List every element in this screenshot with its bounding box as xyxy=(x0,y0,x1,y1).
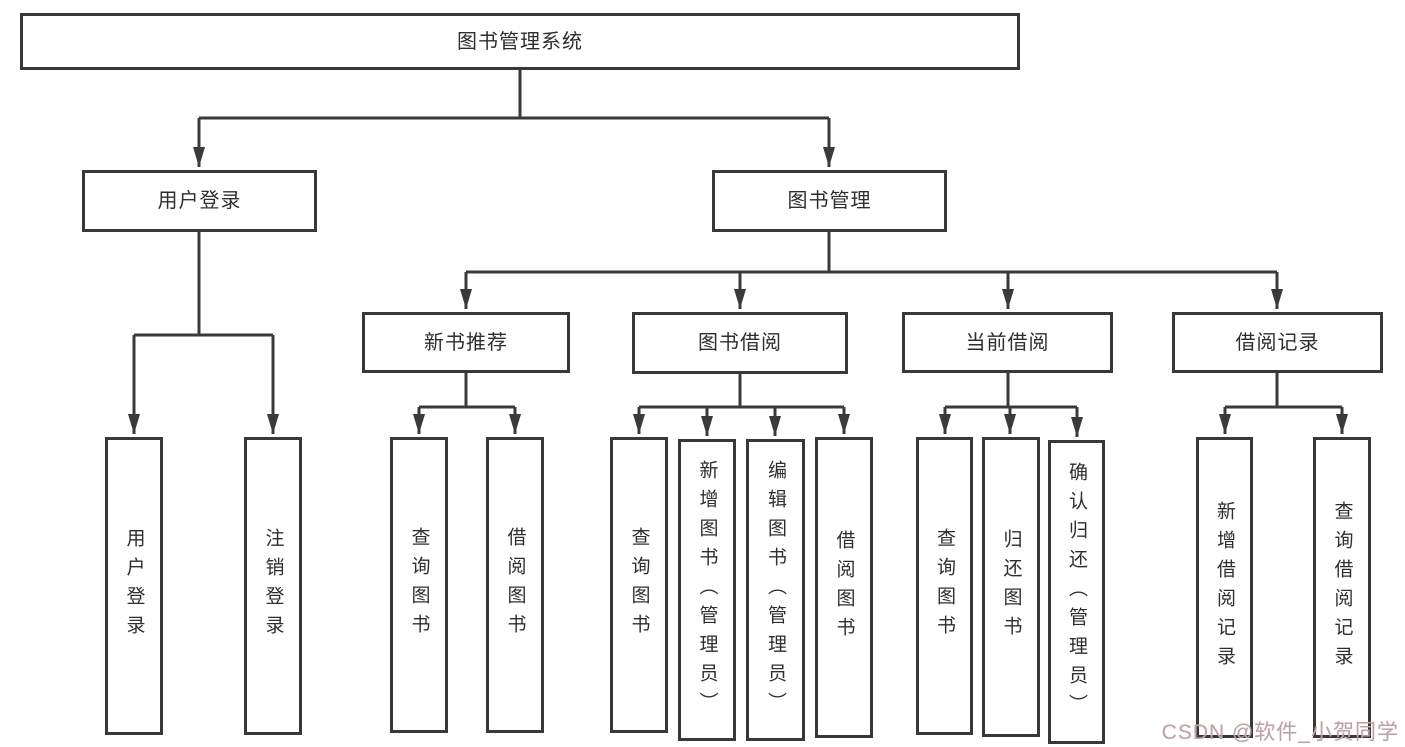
leaf-confirm-return-admin: 确认归还（管理员） xyxy=(1048,440,1105,744)
leaf-borrow-books: 借阅图书 xyxy=(815,437,873,738)
csdn-watermark: CSDN @软件_小贺同学 xyxy=(1161,721,1399,744)
node-library-management-system: 图书管理系统 xyxy=(20,13,1020,70)
leaf-return-books: 归还图书 xyxy=(982,437,1040,737)
node-current-borrow: 当前借阅 xyxy=(902,312,1113,373)
leaf-logout: 注销登录 xyxy=(244,437,302,735)
node-user-login: 用户登录 xyxy=(82,170,317,232)
node-book-borrow: 图书借阅 xyxy=(632,312,848,374)
leaf-edit-books-admin: 编辑图书（管理员） xyxy=(746,439,805,741)
node-book-management: 图书管理 xyxy=(712,170,947,232)
leaf-add-books-admin: 新增图书（管理员） xyxy=(678,439,736,741)
leaf-borrow-books-recommend: 借阅图书 xyxy=(486,437,544,733)
leaf-query-books-current: 查询图书 xyxy=(916,437,973,735)
leaf-query-borrow-record: 查询借阅记录 xyxy=(1313,437,1371,738)
node-borrow-records: 借阅记录 xyxy=(1172,312,1383,373)
leaf-user-login: 用户登录 xyxy=(105,437,163,735)
leaf-query-books-borrow: 查询图书 xyxy=(610,437,668,733)
leaf-add-borrow-record: 新增借阅记录 xyxy=(1196,437,1253,738)
node-new-book-recommend: 新书推荐 xyxy=(362,312,570,373)
leaf-query-books-recommend: 查询图书 xyxy=(390,437,448,733)
